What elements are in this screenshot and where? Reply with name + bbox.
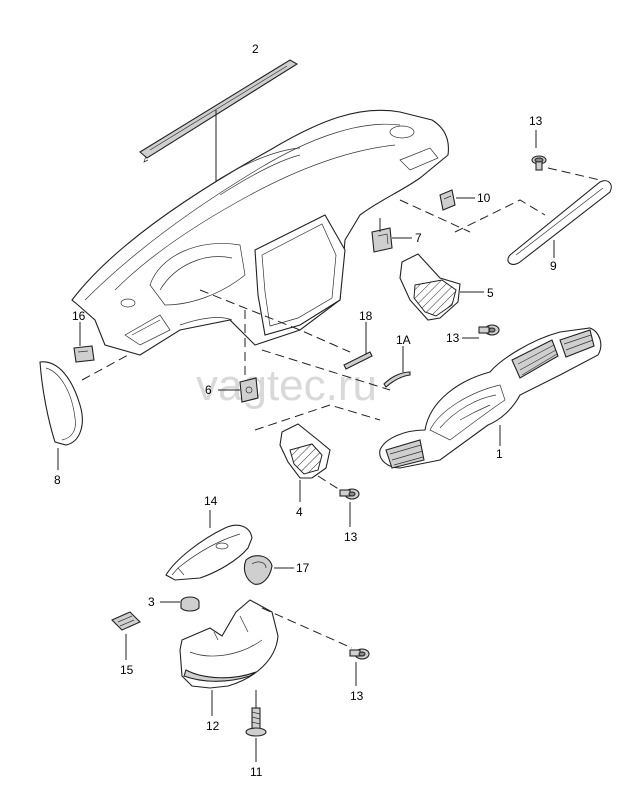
callout-12: 12 [206,719,220,733]
part-13-screw-lower[interactable] [339,488,360,500]
part-5-air-duct[interactable] [399,253,461,321]
part-9-trim-strip[interactable] [507,180,612,265]
callout-7: 7 [415,231,422,245]
callout-16: 16 [72,309,86,323]
part-13-screw-top[interactable] [531,155,547,171]
callout-10: 10 [477,191,491,205]
part-16-clip[interactable] [73,345,95,363]
callout-13-mid: 13 [446,331,460,345]
part-18-strip[interactable] [343,351,373,370]
callout-1: 1 [496,447,503,461]
callout-11: 11 [250,765,263,779]
callout-4: 4 [296,505,303,519]
callout-8: 8 [54,473,61,487]
part-2-defroster-vent-strip[interactable] [139,59,299,163]
part-10-clip[interactable] [439,189,456,211]
part-4-air-duct-lower[interactable] [279,423,331,479]
reference-line [317,475,341,491]
part-13-screw-bottom[interactable] [349,648,370,660]
part-3-plug[interactable] [180,596,200,612]
part-6-bracket[interactable] [239,377,259,403]
callout-9: 9 [550,259,557,273]
callout-1A: 1A [396,333,411,347]
watermark: vagtec.ru [196,361,377,410]
reference-line [261,607,353,649]
callout-14: 14 [204,494,218,508]
callout-13-lower: 13 [344,530,358,544]
part-12-lower-column-cover[interactable] [179,599,279,689]
reference-line [547,167,601,181]
reference-line [81,354,129,381]
dashboard-panel [71,109,449,356]
callout-17: 17 [296,561,310,575]
part-13-screw-mid[interactable] [478,324,500,336]
part-17-switch-trim[interactable] [243,555,273,585]
callout-6: 6 [205,383,212,397]
part-14-upper-column-cover[interactable] [165,524,253,581]
reference-line [254,404,381,431]
callout-13-bottom: 13 [350,689,364,703]
part-1-instrument-cluster-trim[interactable] [379,327,602,469]
reference-line [261,349,391,391]
part-8-side-cover[interactable] [39,361,83,446]
callout-3: 3 [148,595,155,609]
callout-5: 5 [487,286,494,300]
part-1A-trim[interactable] [383,371,411,388]
callout-18: 18 [359,309,373,323]
part-11-screw[interactable] [245,707,267,737]
reference-line [199,289,351,353]
callout-15: 15 [120,663,134,677]
part-15-clip[interactable] [111,611,141,631]
callout-2: 2 [252,42,259,56]
part-7-bracket[interactable] [371,227,393,253]
reference-line [399,199,471,233]
reference-line [454,199,546,233]
callout-13-top: 13 [529,114,543,128]
